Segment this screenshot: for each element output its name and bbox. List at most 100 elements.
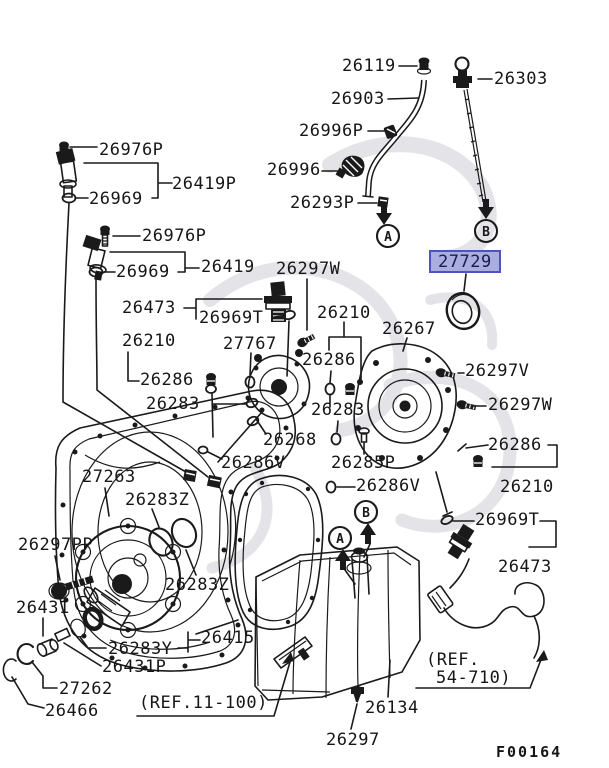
rear-cover-drawing <box>353 343 457 469</box>
magnet-drawing <box>273 636 313 669</box>
oring-26283z-1 <box>148 527 174 557</box>
transmission-case-drawing <box>54 389 297 672</box>
connector-circle-a1: A <box>375 223 401 249</box>
connector-circle-a2: A <box>327 525 353 551</box>
part-label-26283y[interactable]: 26283Y <box>108 639 173 659</box>
part-label-26415[interactable]: 26415 <box>201 628 255 648</box>
oil-pump-drawing <box>74 517 182 639</box>
connector-circle-b1: B <box>473 218 499 244</box>
oring-26283z-2 <box>170 517 198 549</box>
part-label-26473-a[interactable]: 26473 <box>122 298 176 318</box>
plug-26286-c-icon <box>473 455 483 467</box>
clip-26996p-icon <box>383 124 398 139</box>
ref54-arrowhead <box>536 650 548 662</box>
cap-26119-icon <box>416 57 432 75</box>
part-label-26431[interactable]: 26431 <box>16 598 70 618</box>
part-label-26283z-b[interactable]: 26283Z <box>165 575 230 595</box>
bolt-26297w-a-icon <box>297 334 316 348</box>
arrow-a-bottom <box>335 549 351 570</box>
part-label-26286-a[interactable]: 26286 <box>140 370 194 390</box>
oil-pan-drawing <box>254 546 421 703</box>
part-label-26210-b[interactable]: 26210 <box>317 303 371 323</box>
part-label-26473-b[interactable]: 26473 <box>498 557 552 577</box>
ref-note-11-100: (REF.11-100) <box>139 693 268 713</box>
part-label-26286v-a[interactable]: 26286V <box>221 453 286 473</box>
part-label-26903[interactable]: 26903 <box>331 89 385 109</box>
part-label-26297pp[interactable]: 26297PP <box>18 535 94 555</box>
part-label-26969-b[interactable]: 26969 <box>116 262 170 282</box>
pressure-switch-a-icon <box>264 281 292 322</box>
part-label-26285p[interactable]: 26285P <box>331 453 396 473</box>
part-label-26119[interactable]: 26119 <box>342 56 396 76</box>
plug-26286-b-icon <box>345 383 355 395</box>
oil-seal-27729-drawing <box>445 291 481 331</box>
arrow-b-top <box>478 199 494 219</box>
case-gasket-drawing <box>234 474 324 630</box>
part-label-26466[interactable]: 26466 <box>45 701 99 721</box>
part-label-26283z-a[interactable]: 26283Z <box>125 490 190 510</box>
bolt-26297w-b-icon <box>456 400 477 411</box>
bolt-26297-icon <box>351 686 363 702</box>
ref-note-54-710-line1: (REF. <box>426 650 480 670</box>
connector-circle-b2: B <box>353 499 379 525</box>
part-label-26286v-b[interactable]: 26286V <box>356 476 421 496</box>
part-label-26297v[interactable]: 26297V <box>465 361 530 381</box>
arrow-b-bottom <box>360 523 376 544</box>
grommet-26293p-icon <box>377 196 389 208</box>
harness-drawing <box>427 558 545 659</box>
part-label-27262[interactable]: 27262 <box>59 679 113 699</box>
dipstick-drawing <box>453 56 487 203</box>
part-label-26431p[interactable]: 26431P <box>102 657 167 677</box>
speed-sensor-1-icon <box>55 148 78 198</box>
part-label-26969t-a[interactable]: 26969T <box>199 308 264 328</box>
bushing-26431-icon <box>36 638 59 657</box>
svg-text:B: B <box>362 506 370 521</box>
pressure-switch-b-icon <box>447 523 475 560</box>
clip-26466-icon <box>2 658 17 682</box>
fill-tube-drawing <box>346 547 372 599</box>
part-label-26969-a[interactable]: 26969 <box>89 189 143 209</box>
part-label-26297[interactable]: 26297 <box>326 730 380 750</box>
part-label-26419p[interactable]: 26419P <box>172 174 237 194</box>
part-label-27767[interactable]: 27767 <box>223 334 277 354</box>
filler-tube-drawing <box>362 79 427 198</box>
plug-26285p-icon <box>358 427 370 443</box>
part-label-26293p[interactable]: 26293P <box>290 193 355 213</box>
bolt-26976p-a-icon <box>59 141 69 163</box>
bolt-26297v-icon <box>435 368 456 379</box>
bolt-26297pp-icon <box>48 575 94 600</box>
part-label-26210-a[interactable]: 26210 <box>122 331 176 351</box>
part-label-26419[interactable]: 26419 <box>201 257 255 277</box>
ref-note-54-710-line2: 54-710) <box>436 668 512 688</box>
bolt-26976p-b-icon <box>100 225 110 247</box>
part-label-26303[interactable]: 26303 <box>494 69 548 89</box>
seal-26283y <box>70 606 104 638</box>
part-label-26996[interactable]: 26996 <box>267 160 321 180</box>
part-label-26267[interactable]: 26267 <box>382 319 436 339</box>
figure-code: F00164 <box>496 743 563 761</box>
svg-text:B: B <box>482 225 490 240</box>
end-cover-drawing <box>247 349 311 420</box>
arrow-a-top <box>376 205 392 225</box>
part-label-27729-highlighted[interactable]: 27729 <box>429 250 501 273</box>
svg-text:A: A <box>336 532 344 547</box>
part-label-26996p[interactable]: 26996P <box>299 121 364 141</box>
part-label-26976p-b[interactable]: 26976P <box>142 226 207 246</box>
pin-26431p-icon <box>54 627 71 642</box>
part-label-26969t-b[interactable]: 26969T <box>475 510 540 530</box>
part-label-26297w-a[interactable]: 26297W <box>276 259 341 279</box>
part-label-27263[interactable]: 27263 <box>82 467 136 487</box>
svg-text:A: A <box>384 230 392 245</box>
part-label-26976p-a[interactable]: 26976P <box>99 140 164 160</box>
part-label-26286-c[interactable]: 26286 <box>488 435 542 455</box>
part-label-26297w-b[interactable]: 26297W <box>488 395 553 415</box>
ref11-arrowhead <box>282 652 294 664</box>
part-label-26210-c[interactable]: 26210 <box>500 477 554 497</box>
part-label-26268[interactable]: 26268 <box>263 430 317 450</box>
part-label-26283-b[interactable]: 26283 <box>311 400 365 420</box>
part-label-26283-a[interactable]: 26283 <box>146 394 200 414</box>
part-label-26134[interactable]: 26134 <box>365 698 419 718</box>
part-label-26286-b[interactable]: 26286 <box>302 350 356 370</box>
